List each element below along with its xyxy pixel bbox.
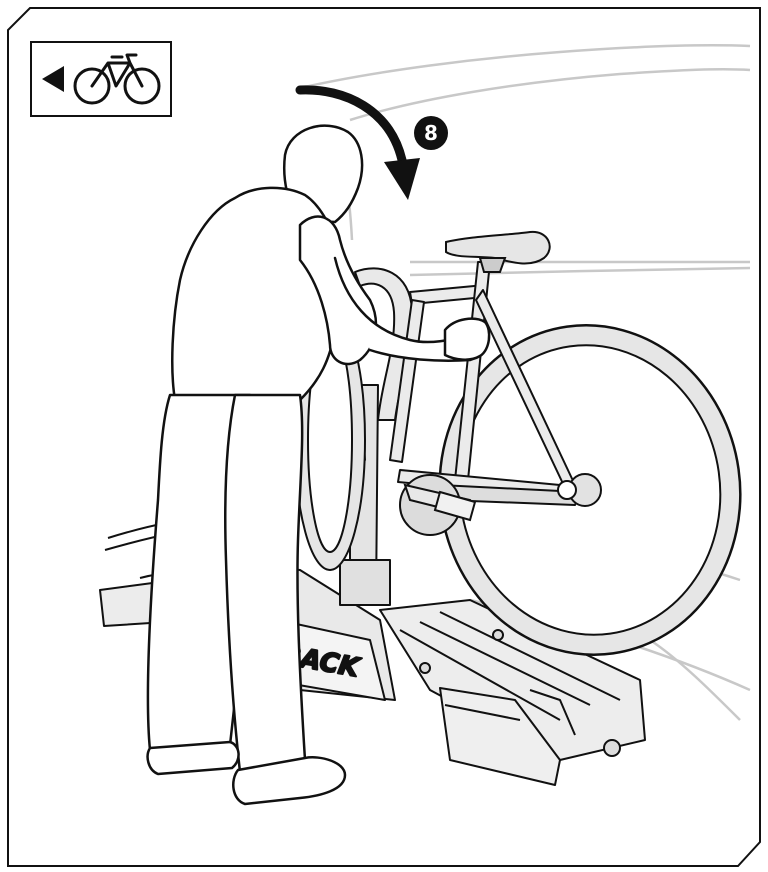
left-triangle-icon xyxy=(42,66,64,92)
bike-saddle xyxy=(445,230,551,273)
page-border xyxy=(7,7,761,867)
person-right-foot xyxy=(232,756,347,806)
direction-sign-box xyxy=(30,41,172,117)
bike-crankset xyxy=(399,474,477,536)
direction-sign xyxy=(30,41,172,117)
bicycle xyxy=(294,230,742,656)
person-right-leg xyxy=(224,393,307,774)
step-number-text: 8 xyxy=(424,121,438,145)
person-left-foot xyxy=(146,740,240,776)
person xyxy=(146,124,491,806)
rack-right-light xyxy=(439,687,561,786)
bicycle-icon xyxy=(73,53,161,105)
rack-wheel-tray xyxy=(379,599,646,761)
person-hand xyxy=(443,317,491,361)
rotation-arrow xyxy=(295,85,420,200)
person-torso xyxy=(171,186,337,402)
step-number-badge: 8 xyxy=(414,116,448,150)
